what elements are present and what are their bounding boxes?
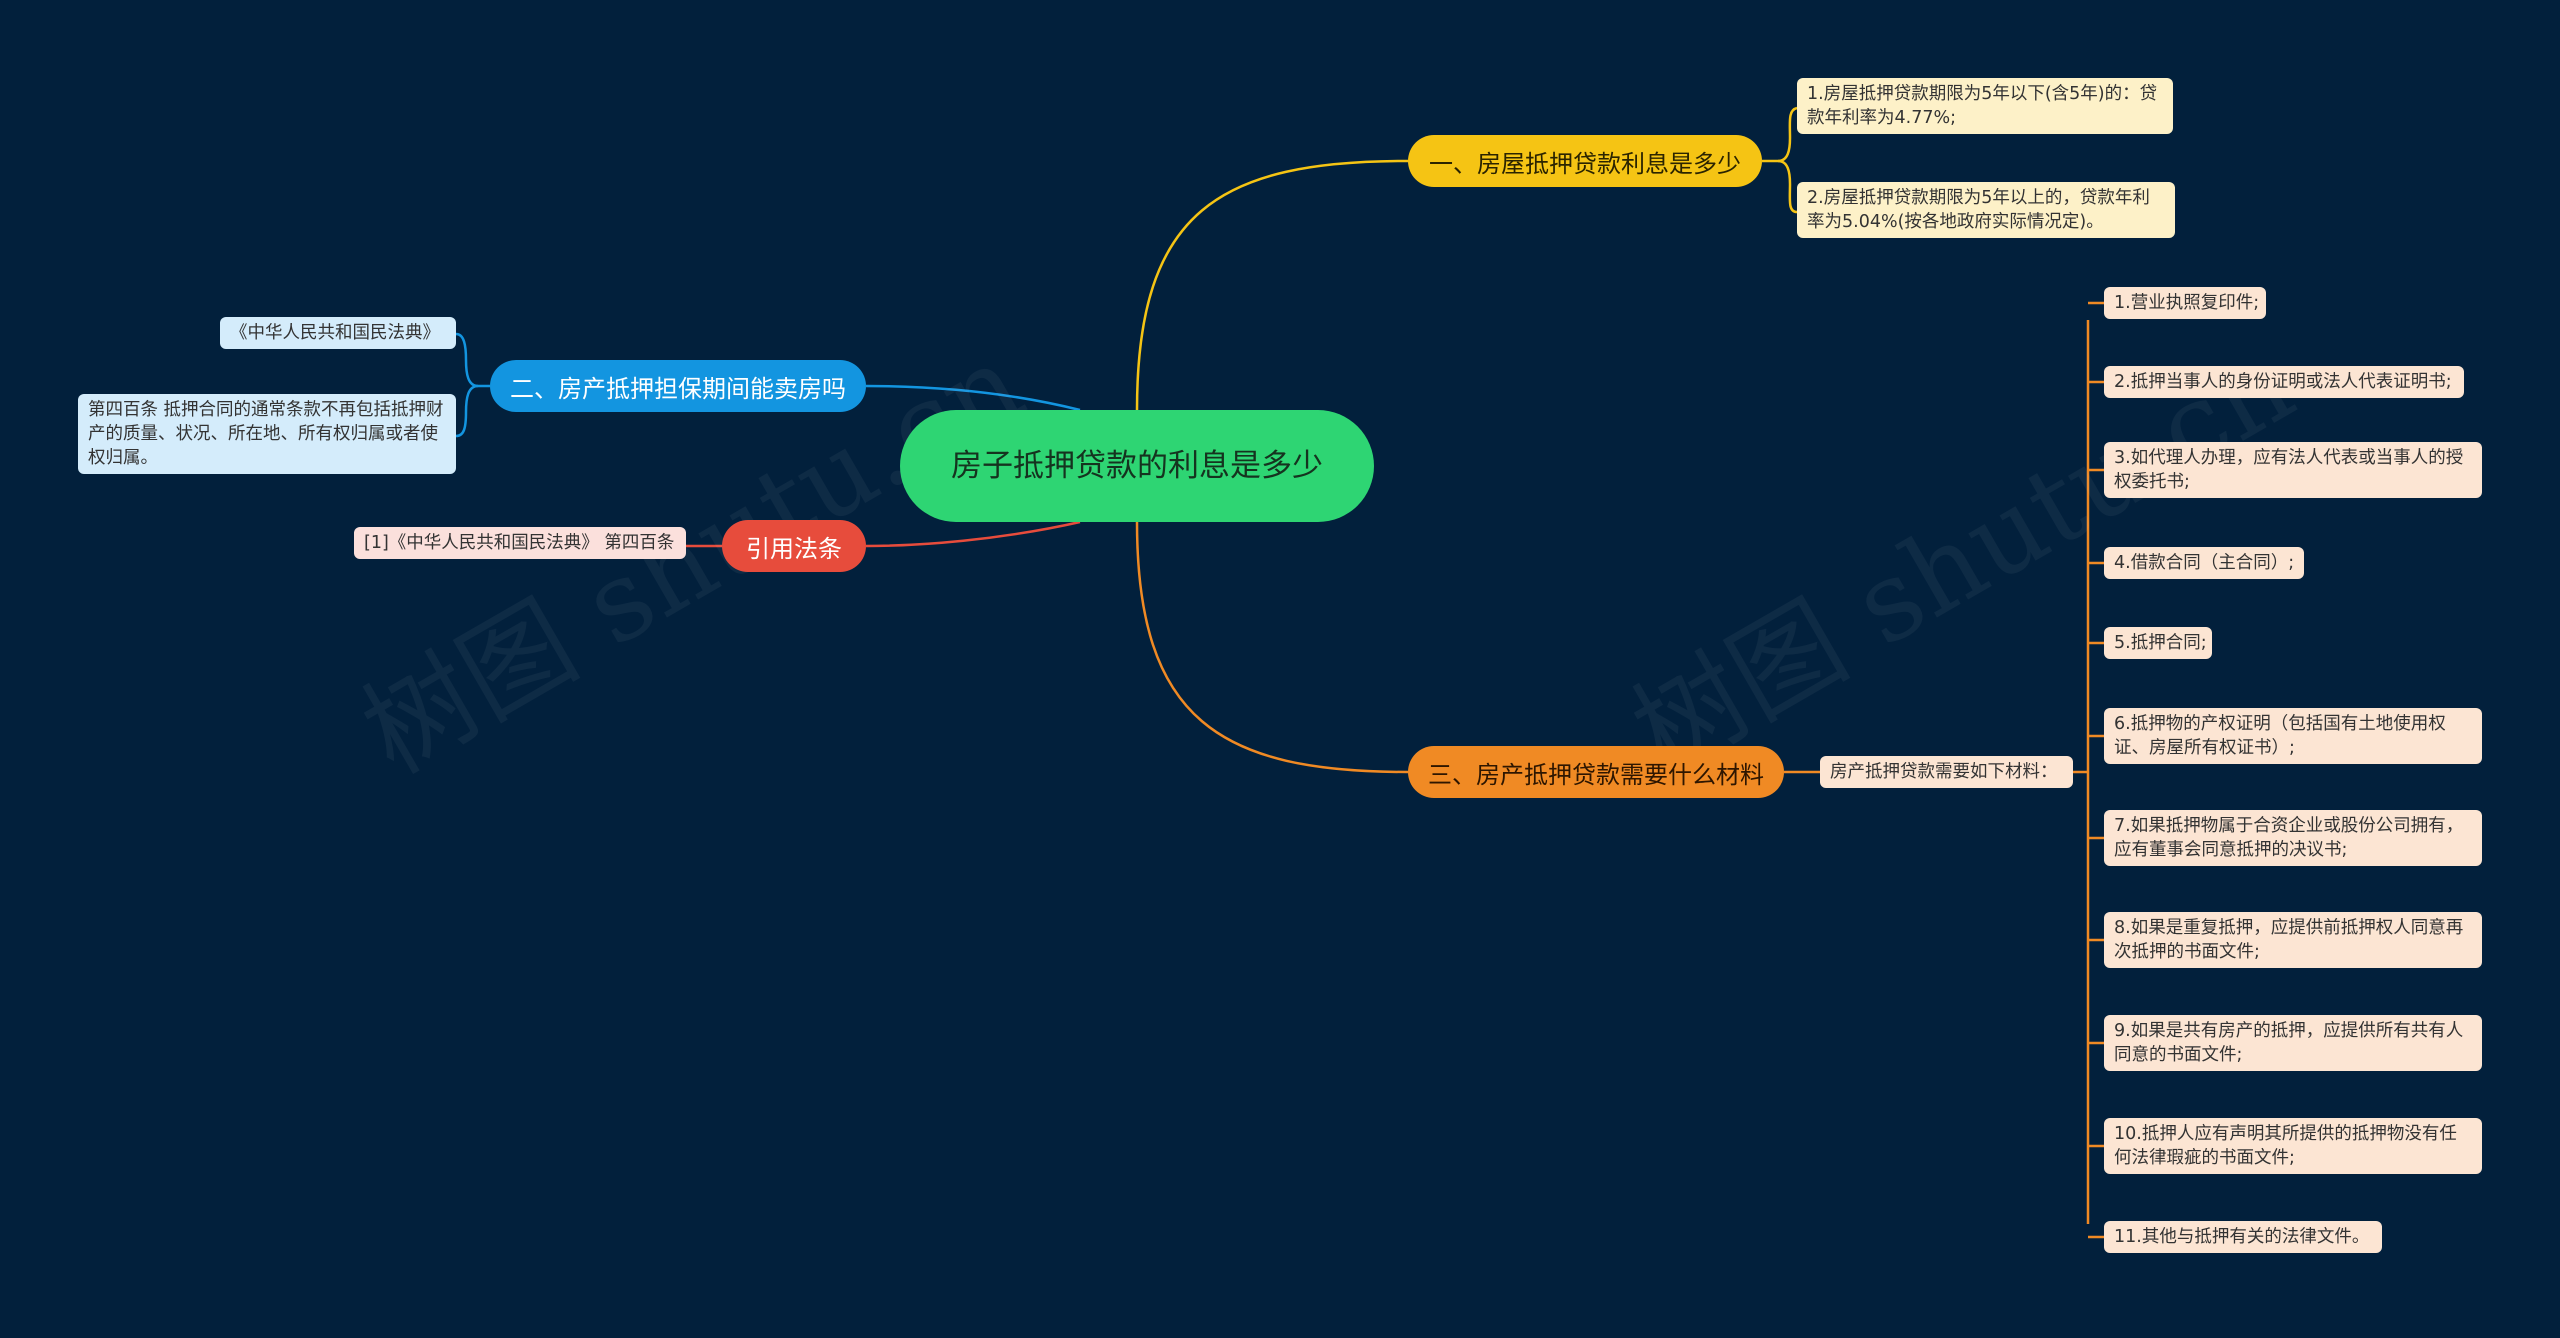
branch-sell-during-mortgage[interactable]: 二、房产抵押担保期间能卖房吗 xyxy=(490,360,866,412)
leaf-article-400[interactable]: 第四百条 抵押合同的通常条款不再包括抵押财产的质量、状况、所在地、所有权归属或者… xyxy=(78,394,456,474)
link-root-branch2 xyxy=(865,384,1081,412)
root-node[interactable]: 房子抵押贷款的利息是多少 xyxy=(900,410,1374,522)
leaf-rate-under-5-years[interactable]: 1.房屋抵押贷款期限为5年以下(含5年)的：贷款年利率为4.77%; xyxy=(1797,78,2173,134)
leaf-civil-code[interactable]: 《中华人民共和国民法典》 xyxy=(220,317,456,349)
list-ticks xyxy=(2088,301,2104,1239)
branch-required-materials[interactable]: 三、房产抵押贷款需要什么材料 xyxy=(1408,746,1784,798)
link-branch2-leaf2 xyxy=(455,384,479,438)
link-branch2-leaf1 xyxy=(455,332,490,388)
material-item-5[interactable]: 5.抵押合同; xyxy=(2104,627,2212,659)
material-item-9[interactable]: 9.如果是共有房产的抵押，应提供所有共有人同意的书面文件; xyxy=(2104,1015,2482,1071)
material-item-7[interactable]: 7.如果抵押物属于合资企业或股份公司拥有，应有董事会同意抵押的决议书; xyxy=(2104,810,2482,866)
branch-cited-law[interactable]: 引用法条 xyxy=(722,520,866,572)
material-item-8[interactable]: 8.如果是重复抵押，应提供前抵押权人同意再次抵押的书面文件; xyxy=(2104,912,2482,968)
leaf-rate-over-5-years[interactable]: 2.房屋抵押贷款期限为5年以上的，贷款年利率为5.04%(按各地政府实际情况定)… xyxy=(1797,182,2175,238)
leaf-citation[interactable]: [1]《中华人民共和国民法典》 第四百条 xyxy=(354,527,686,559)
link-root-branch1 xyxy=(1135,159,1409,411)
branch-interest-rate[interactable]: 一、房屋抵押贷款利息是多少 xyxy=(1408,135,1762,187)
leaf-materials-intro[interactable]: 房产抵押贷款需要如下材料： xyxy=(1820,756,2073,788)
material-item-6[interactable]: 6.抵押物的产权证明（包括国有土地使用权证、房屋所有权证书）; xyxy=(2104,708,2482,764)
link-branch1-leaf1 xyxy=(1762,106,1798,163)
material-item-2[interactable]: 2.抵押当事人的身份证明或法人代表证明书; xyxy=(2104,366,2464,398)
material-item-10[interactable]: 10.抵押人应有声明其所提供的抵押物没有任何法律瑕疵的书面文件; xyxy=(2104,1118,2482,1174)
material-item-1[interactable]: 1.营业执照复印件; xyxy=(2104,287,2266,319)
link-root-branch4 xyxy=(1135,521,1409,774)
link-branch1-leaf2 xyxy=(1777,159,1798,214)
link-root-branch3 xyxy=(865,520,1081,548)
material-item-3[interactable]: 3.如代理人办理，应有法人代表或当事人的授权委托书; xyxy=(2104,442,2482,498)
material-item-4[interactable]: 4.借款合同（主合同）; xyxy=(2104,547,2304,579)
material-item-11[interactable]: 11.其他与抵押有关的法律文件。 xyxy=(2104,1221,2382,1253)
